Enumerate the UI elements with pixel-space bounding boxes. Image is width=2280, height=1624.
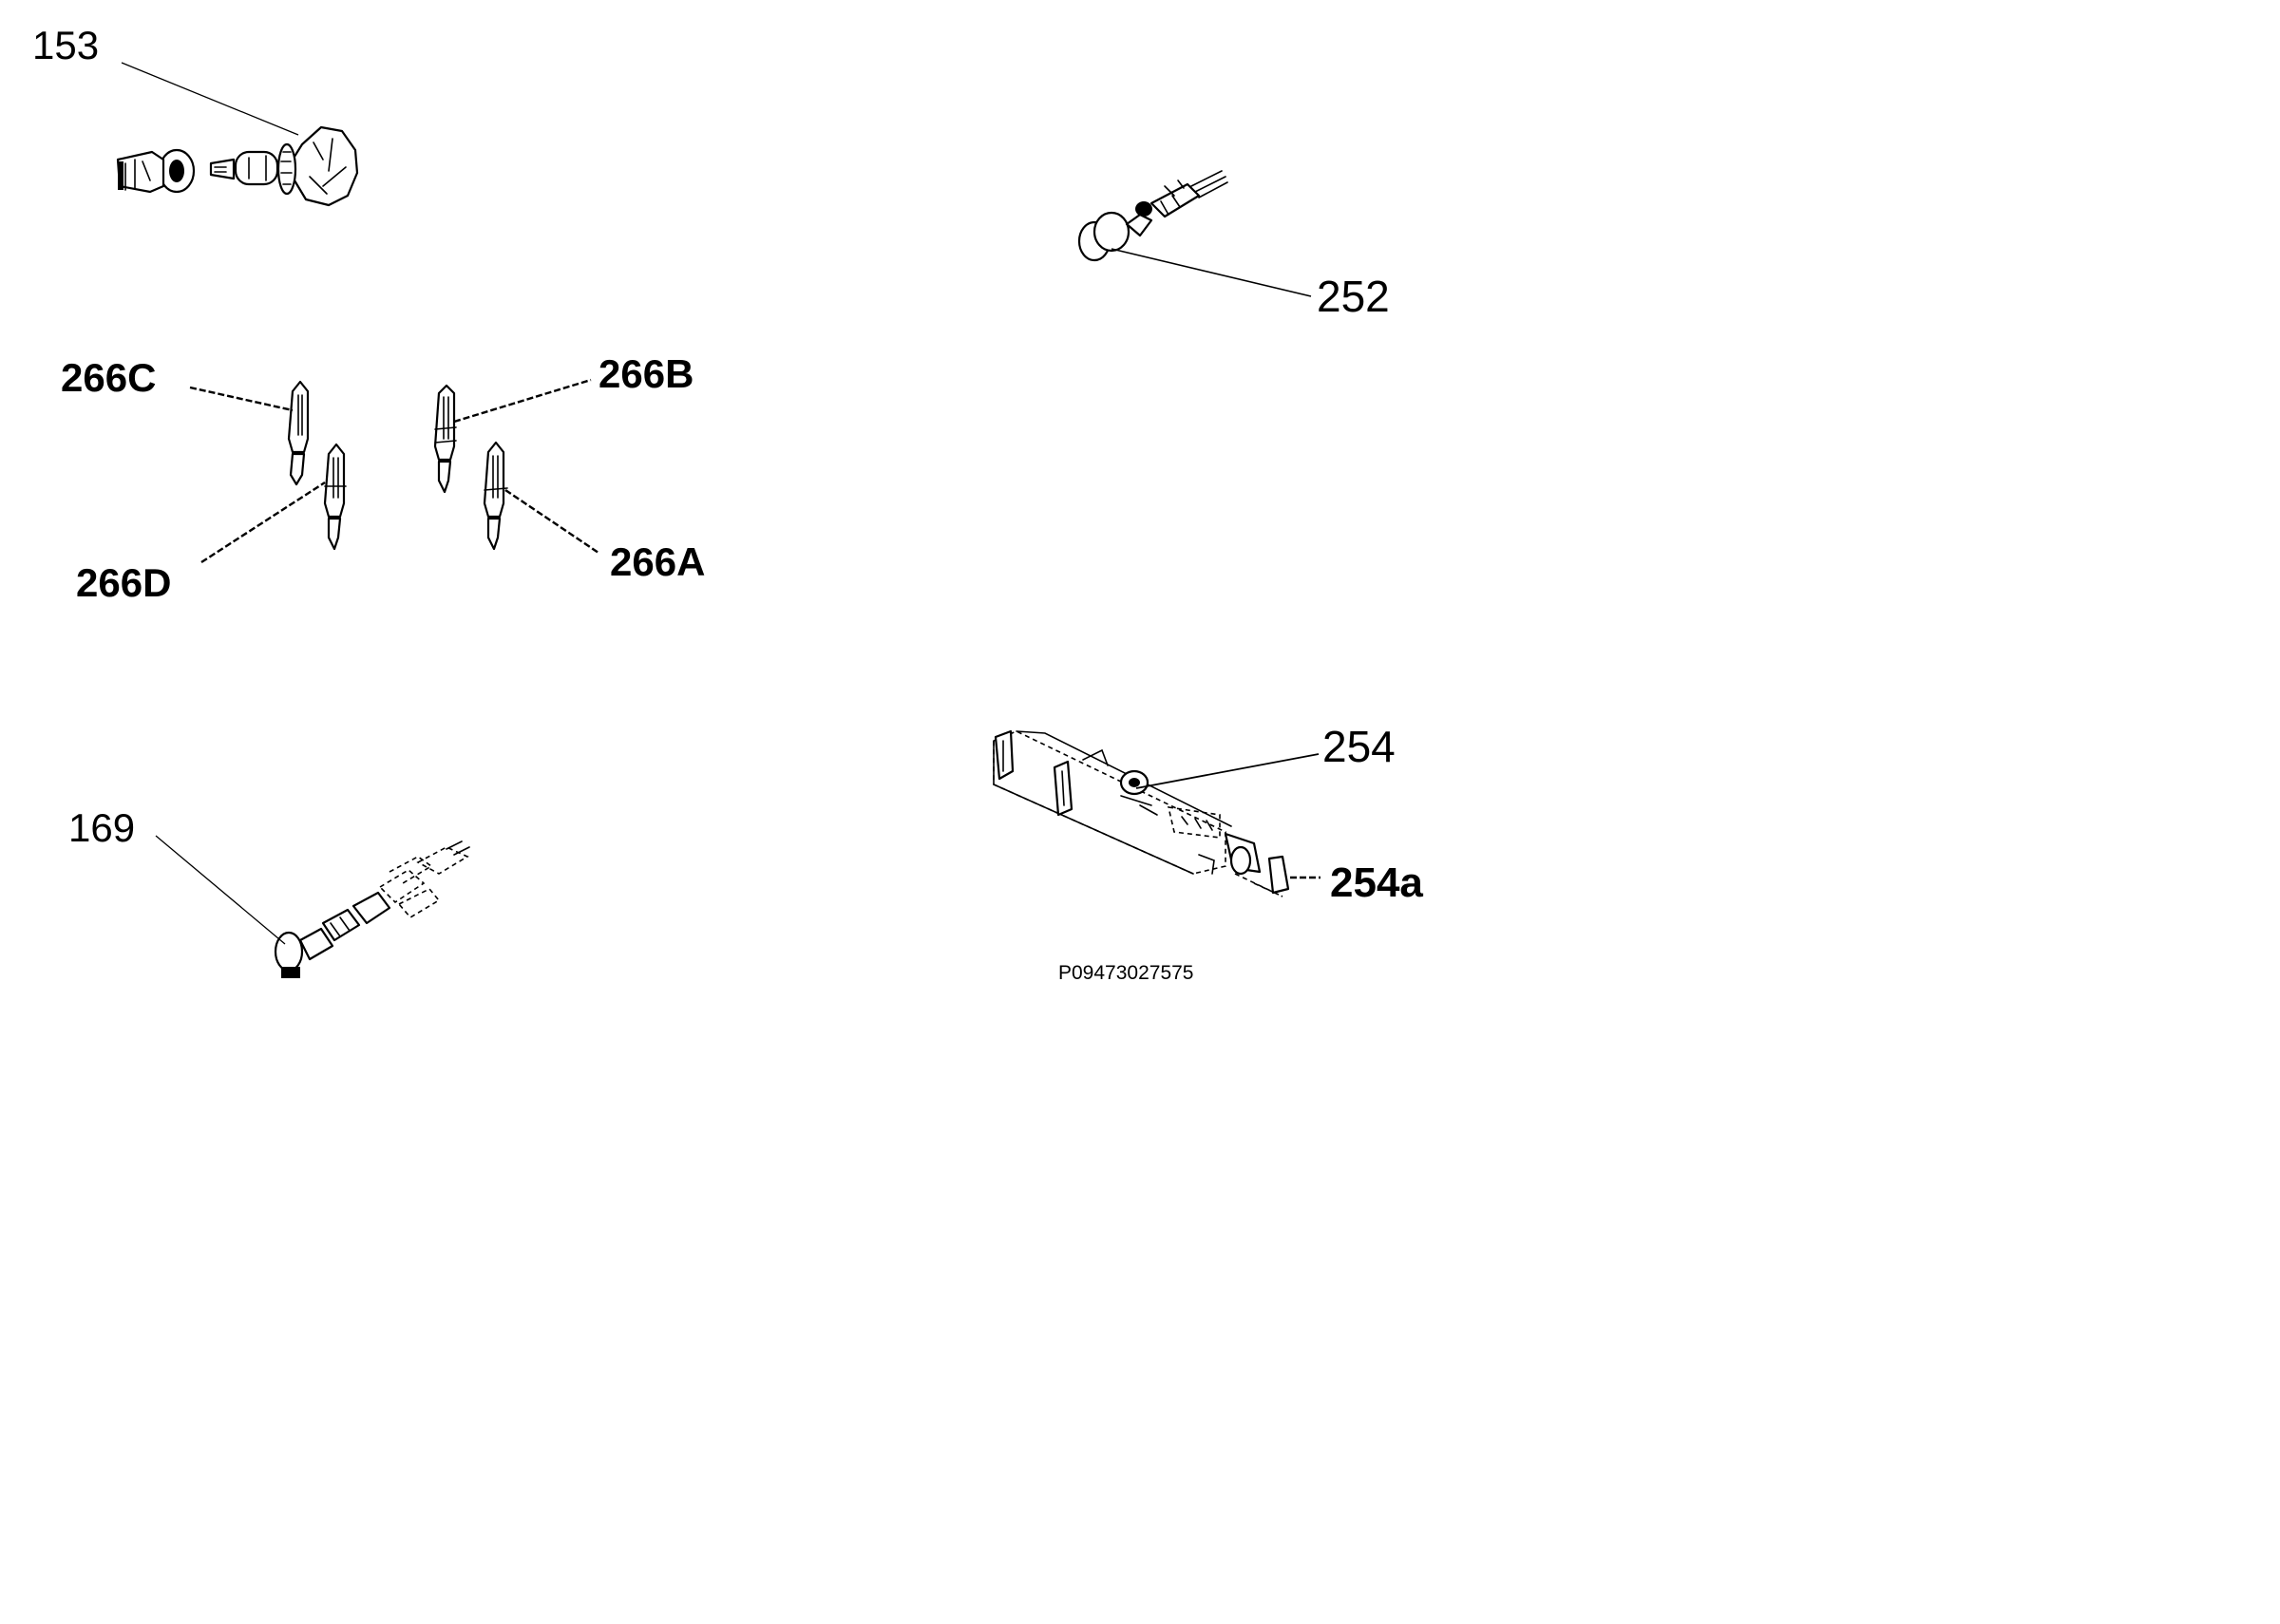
leader-254 (1135, 753, 1320, 789)
reference-code: P09473027575 (1058, 962, 1193, 984)
callout-153: 153 (32, 23, 99, 67)
leader-266C (189, 386, 294, 412)
part-169-assembly (274, 840, 470, 978)
leader-252 (1111, 248, 1312, 297)
part-266A-jet (483, 441, 508, 551)
callout-266A: 266A (610, 539, 705, 584)
callout-254a: 254a (1330, 859, 1423, 906)
leader-153 (121, 62, 299, 136)
callout-252: 252 (1317, 272, 1390, 321)
callout-266D: 266D (76, 560, 171, 605)
leader-266A (504, 489, 599, 554)
part-153-knob-assembly (116, 125, 359, 207)
part-252-lamp-assembly (1077, 170, 1228, 262)
part-266B-jet (433, 384, 457, 494)
callout-169: 169 (68, 805, 135, 850)
part-254-rail-assembly (993, 729, 1290, 897)
leader-266B (453, 378, 592, 424)
leader-169 (155, 835, 286, 945)
leader-266D (200, 481, 326, 564)
part-266C-jet (287, 380, 310, 486)
callout-266C: 266C (61, 355, 156, 400)
part-266D-jet (323, 443, 347, 551)
callout-254: 254 (1322, 722, 1396, 771)
exploded-parts-diagram: 153 252 266C 266B 266D (32, 23, 1423, 984)
callout-266B: 266B (598, 351, 694, 396)
